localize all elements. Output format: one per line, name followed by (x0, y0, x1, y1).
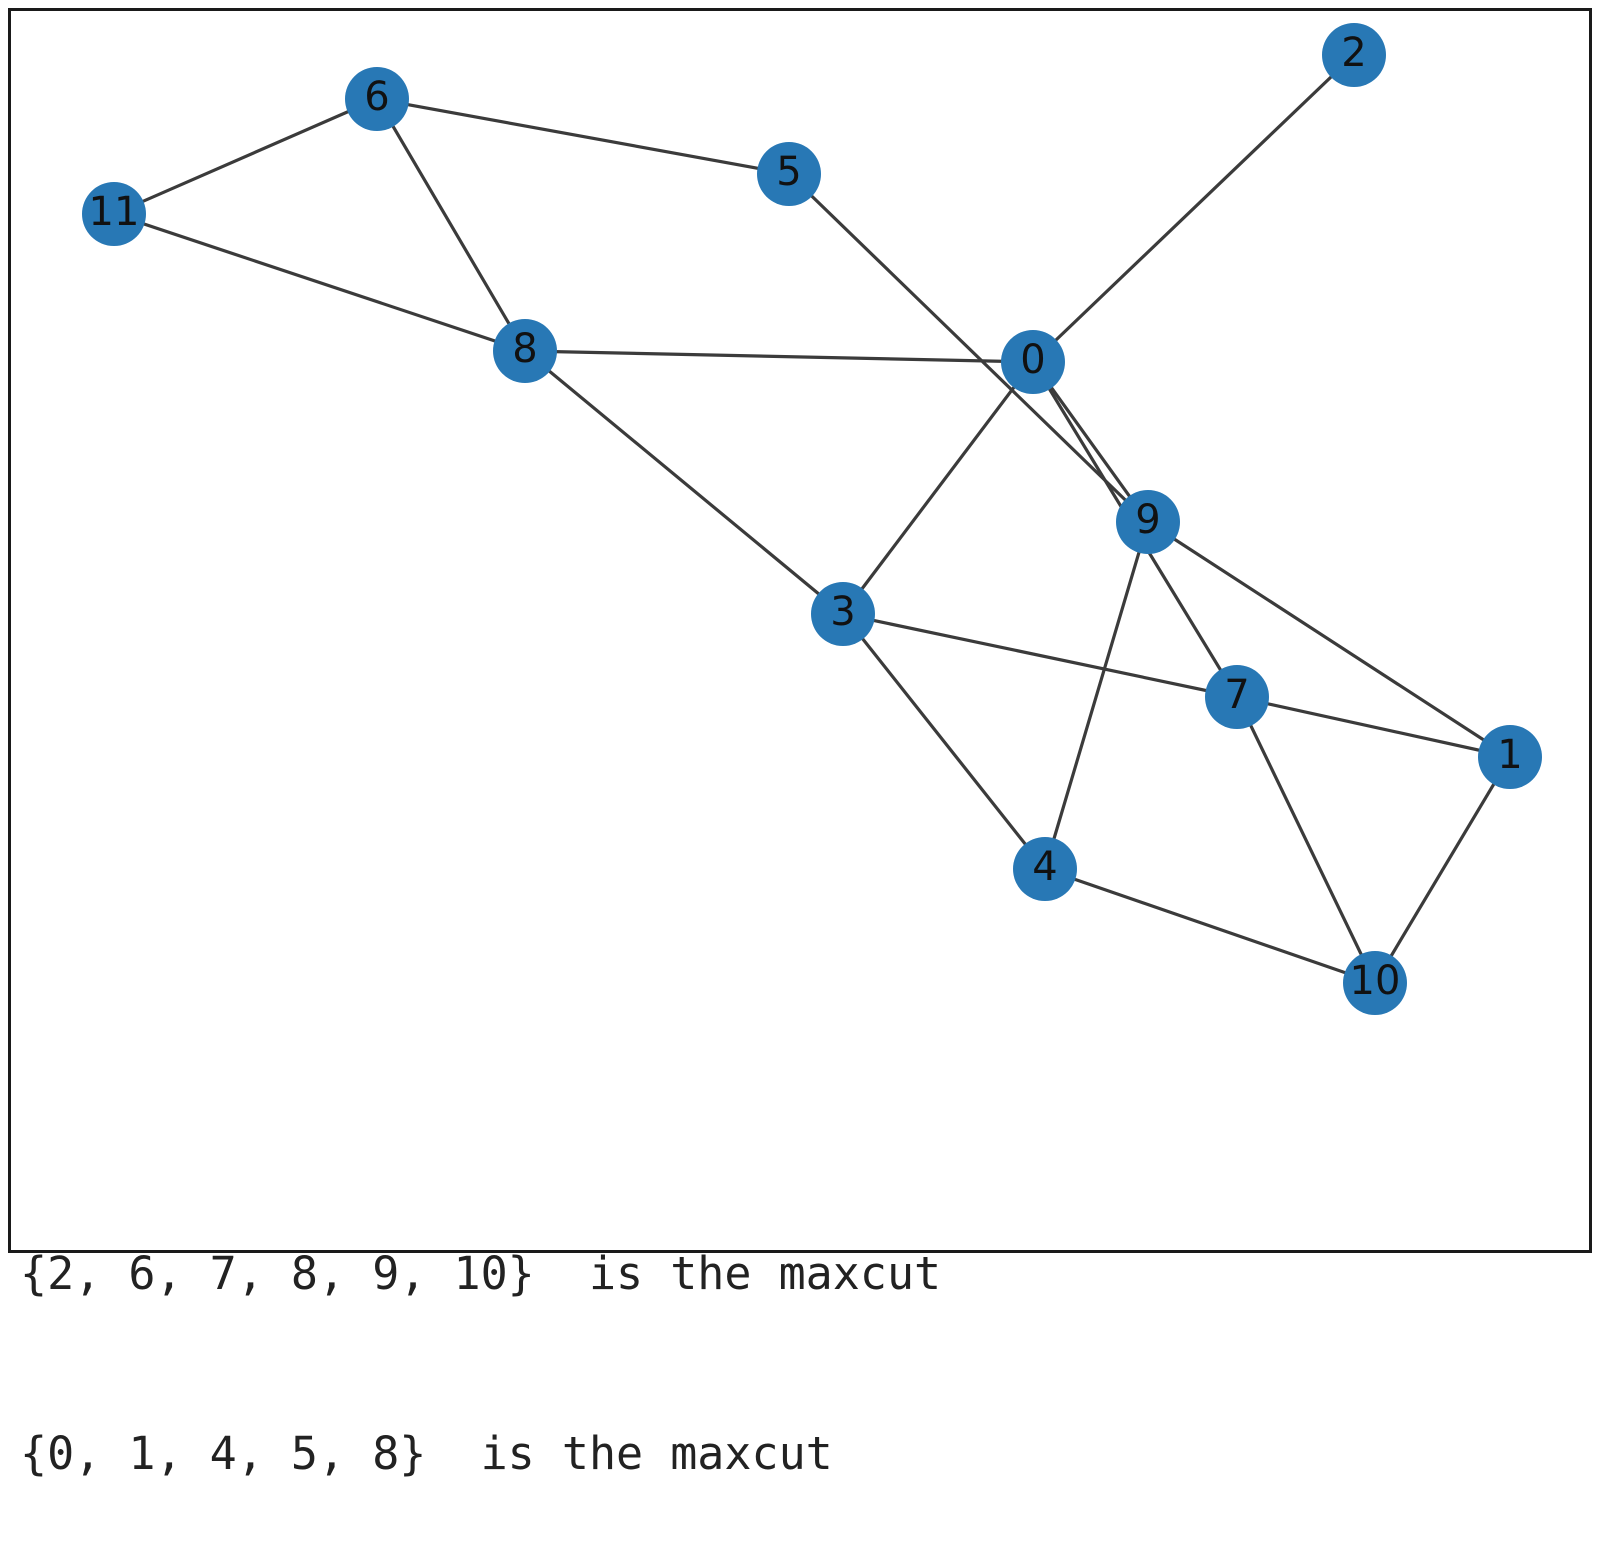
edge-9-1 (1147, 520, 1511, 759)
edge-8-3 (523, 349, 845, 616)
node-label: 10 (1350, 958, 1401, 1004)
node-label: 4 (1032, 844, 1057, 890)
edge-6-8 (375, 98, 527, 352)
node-5: 5 (757, 142, 821, 206)
node-label: 1 (1497, 732, 1522, 778)
node-circle (345, 67, 409, 131)
node-9: 9 (1116, 490, 1180, 554)
node-circle (493, 319, 557, 383)
node-11: 11 (82, 182, 146, 246)
maxcut-output: {2, 6, 7, 8, 9, 10} is the maxcut {0, 1,… (20, 1124, 941, 1544)
edge-4-10 (1044, 867, 1376, 985)
edge-7-1 (1236, 695, 1511, 759)
node-circle (1116, 490, 1180, 554)
node-circle (1343, 951, 1407, 1015)
node-circle (1013, 837, 1077, 901)
output-line-1: {2, 6, 7, 8, 9, 10} is the maxcut (20, 1247, 942, 1300)
node-2: 2 (1322, 23, 1386, 87)
node-7: 7 (1205, 665, 1269, 729)
edge-3-4 (841, 613, 1047, 870)
output-line-2: {0, 1, 4, 5, 8} is the maxcut (20, 1427, 833, 1480)
node-1: 1 (1478, 725, 1542, 789)
node-circle (811, 582, 875, 646)
node-layer: 0 1 2 3 4 5 6 7 8 9 10 11 (82, 23, 1542, 1015)
node-label: 8 (512, 326, 537, 372)
node-label: 5 (776, 149, 801, 195)
node-circle (1205, 665, 1269, 729)
edge-6-11 (113, 97, 378, 216)
edge-11-8 (113, 212, 526, 353)
node-3: 3 (811, 582, 875, 646)
edge-0-3 (841, 361, 1035, 615)
figure-frame (8, 8, 1592, 1253)
edge-0-2 (1031, 53, 1356, 364)
node-label: 11 (89, 189, 140, 235)
node-label: 0 (1020, 337, 1045, 383)
node-circle (1001, 330, 1065, 394)
node-circle (82, 182, 146, 246)
node-label: 3 (830, 589, 855, 635)
edge-5-9 (787, 172, 1150, 524)
node-label: 6 (364, 74, 389, 120)
node-10: 10 (1343, 951, 1407, 1015)
edge-1-10 (1373, 756, 1512, 984)
node-label: 2 (1341, 30, 1366, 76)
node-circle (757, 142, 821, 206)
node-4: 4 (1013, 837, 1077, 901)
node-label: 7 (1224, 672, 1249, 718)
edge-8-0 (524, 349, 1034, 364)
node-6: 6 (345, 67, 409, 131)
node-label: 9 (1135, 497, 1160, 543)
graph-canvas: 0 1 2 3 4 5 6 7 8 9 10 11 (82, 23, 1542, 1015)
edge-0-9 (1031, 361, 1150, 523)
node-8: 8 (493, 319, 557, 383)
edge-6-5 (376, 97, 790, 176)
edge-7-10 (1235, 696, 1377, 984)
node-circle (1478, 725, 1542, 789)
edge-3-7 (842, 612, 1238, 699)
node-circle (1322, 23, 1386, 87)
edge-9-4 (1043, 521, 1150, 870)
node-0: 0 (1001, 330, 1065, 394)
edge-layer (113, 53, 1512, 985)
